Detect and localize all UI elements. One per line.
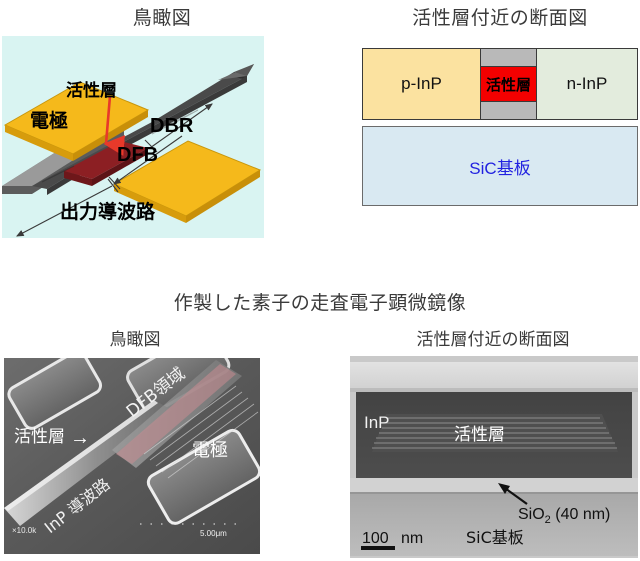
- sem-xsec-label-active-layer: 活性層: [454, 425, 505, 445]
- sem-top-boundary: [350, 388, 638, 392]
- birdseye-schematic-panel: 電極 活性層 DBR DFB 出力導波路: [2, 36, 264, 238]
- active-layer-region: [64, 141, 148, 186]
- sem-magnification: ×10.0k: [12, 526, 37, 535]
- sem-label-active-layer: 活性層: [14, 427, 65, 447]
- sem-sic-substrate: [350, 492, 638, 556]
- output-waveguide-dimension-arrow: [16, 178, 119, 237]
- region-p-inp: p-InP: [363, 49, 481, 119]
- sem-waveguide-highlight: [4, 400, 158, 511]
- sem-active-layer-arrow: →: [70, 427, 90, 449]
- electrode-pad-right: [112, 140, 262, 223]
- sem-sio2-layer: [350, 478, 638, 492]
- sem-label-electrode: 電極: [192, 440, 228, 461]
- sem-xsec-label-sio2: SiO2 (40 nm): [518, 506, 610, 526]
- label-output-waveguide: 出力導波路: [60, 200, 156, 223]
- sem-grating-stripes: [143, 385, 259, 479]
- region-active-layer: 活性層: [481, 66, 536, 102]
- sem-xsec-label-substrate: SiC基板: [466, 528, 524, 547]
- sem-xsec-scale-bar: [361, 546, 395, 550]
- sem-top-capping-layer: [350, 362, 638, 392]
- sem-birdseye-image: 活性層 → DFB領域 電極 InP 導波路 ×10.0k 5.00μm: [4, 358, 260, 554]
- label-electrode: 電極: [30, 109, 68, 132]
- sem-scale-label: 5.00μm: [200, 529, 227, 538]
- label-dbr: DBR: [150, 115, 194, 137]
- sio2-subscript: 2: [545, 514, 551, 526]
- sio2-callout-arrow: [498, 483, 528, 505]
- birdseye-schematic-title: 鳥瞰図: [132, 8, 192, 29]
- cross-section-schematic-panel: p-InP 活性層 n-InP SiC基板: [362, 48, 638, 206]
- sem-dfb-ridge: [112, 360, 242, 468]
- lower-cladding: [481, 102, 536, 119]
- sem-active-layer-overlay: [116, 364, 236, 464]
- sem-mqw-active-layer: [372, 414, 618, 452]
- sem-pad-upper-left: [7, 358, 103, 430]
- sem-xsec-scale-value: 100: [362, 530, 389, 547]
- sio2-thickness: (40 nm): [551, 506, 611, 523]
- label-dfb: DFB: [117, 144, 158, 166]
- dbr-dimension-arrow: [144, 103, 213, 153]
- cross-section-schematic-title: 活性層付近の断面図: [412, 8, 588, 29]
- sem-birdseye-svg: 活性層 → DFB領域 電極 InP 導波路 ×10.0k 5.00μm: [4, 358, 260, 554]
- sem-section-title: 作製した素子の走査電子顕微鏡像: [173, 293, 467, 314]
- region-sic-substrate: SiC基板: [362, 126, 638, 206]
- region-n-inp: n-InP: [537, 49, 637, 119]
- upper-cladding: [481, 49, 536, 66]
- sem-pad-lower-right: [146, 428, 260, 525]
- sem-inp-waveguide: [4, 400, 172, 526]
- sem-birdseye-subtitle: 鳥瞰図: [109, 330, 161, 349]
- region-active-stack: 活性層: [481, 49, 537, 119]
- sem-xsec-scale-unit: nm: [401, 530, 423, 547]
- active-layer-pointer-arrow: [103, 95, 126, 156]
- sem-cross-section-svg: InP 活性層 SiO2 (40 nm) SiC基板 100 nm: [350, 356, 638, 558]
- sem-cross-section-subtitle: 活性層付近の断面図: [416, 330, 570, 349]
- label-active-layer: 活性層: [66, 80, 117, 101]
- sem-cross-section-image: InP 活性層 SiO2 (40 nm) SiC基板 100 nm: [350, 356, 638, 558]
- grating-stripes: [41, 109, 199, 183]
- sem-xsec-label-inp: InP: [364, 413, 390, 432]
- buried-oxide-gap: [362, 120, 638, 126]
- birdseye-schematic-svg: 電極 活性層 DBR DFB 出力導波路: [2, 36, 264, 238]
- sio2-base: SiO: [518, 506, 545, 523]
- dfb-dimension-arrow: [108, 135, 183, 190]
- epitaxial-layer-stack: p-InP 活性層 n-InP: [362, 48, 638, 120]
